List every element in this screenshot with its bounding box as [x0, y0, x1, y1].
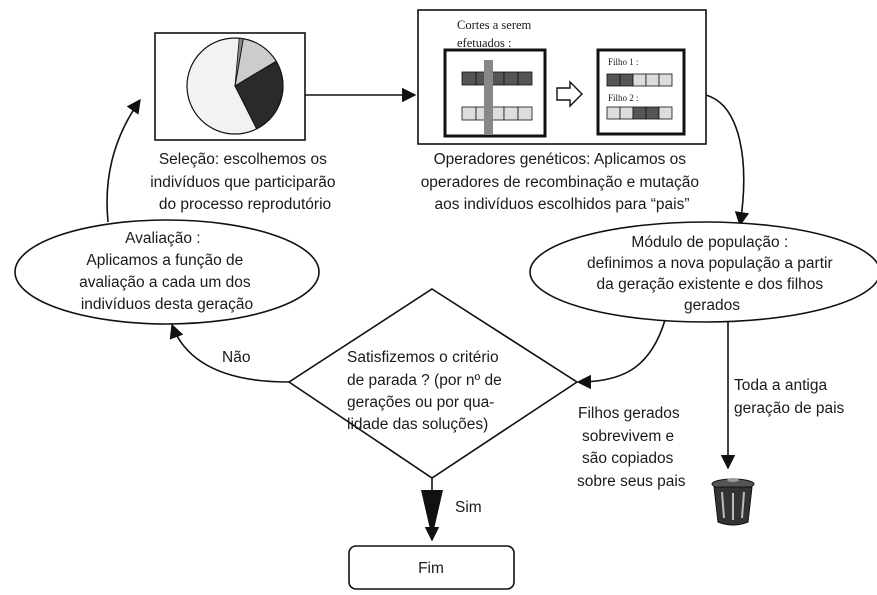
- arrow-population-to-decision: [576, 319, 666, 390]
- pie-chart-icon: [186, 37, 284, 135]
- parent-1-chromosome: [461, 71, 533, 86]
- evaluation-ellipse: [14, 219, 320, 325]
- decision-line: de parada ? (por nº de: [347, 372, 502, 389]
- parents-frame: [443, 48, 547, 138]
- operators-box: Cortes a serem efetuados : Filho 1 :: [417, 9, 707, 145]
- selection-line: do processo reprodutório: [159, 196, 331, 213]
- arrow-operators-to-population: [705, 94, 750, 227]
- decision-question: Satisfizemos o critério de parada ? (por…: [347, 349, 506, 433]
- population-description: Módulo de população : definimos a nova p…: [587, 234, 837, 314]
- evaluation-line: Avaliação :: [125, 230, 201, 247]
- operators-line: aos indivíduos escolhidos para “pais”: [434, 196, 689, 213]
- population-line: gerados: [684, 297, 740, 314]
- old-generation-label: Toda a antiga geração de pais: [734, 377, 845, 417]
- operators-line: Operadores genéticos: Aplicamos os: [434, 151, 687, 168]
- cuts-label: Cortes a serem efetuados :: [457, 18, 534, 50]
- population-line: definimos a nova população a partir: [587, 255, 833, 272]
- decision-line: Satisfizemos o critério: [347, 349, 499, 366]
- parent-2-chromosome: [461, 106, 533, 121]
- arrow-no-to-evaluation: [169, 323, 290, 383]
- child-2-chromosome: [606, 106, 673, 120]
- operators-description: Operadores genéticos: Aplicamos os opera…: [421, 151, 704, 213]
- evaluation-description: Avaliação : Aplicamos a função de avalia…: [79, 230, 255, 313]
- population-ellipse: [529, 221, 877, 323]
- children-survive-label: Filhos gerados sobrevivem e são copiados…: [577, 405, 686, 490]
- selection-box: [154, 32, 306, 141]
- selection-line: indivíduos que participarão: [150, 174, 335, 191]
- population-line: da geração existente e dos filhos: [597, 276, 824, 293]
- trash-can-icon: [711, 478, 755, 526]
- end-label: Fim: [418, 560, 444, 577]
- evaluation-line: indivíduos desta geração: [81, 296, 253, 313]
- decision-line: gerações ou por qua-: [347, 394, 494, 411]
- arrow-evaluation-to-selection: [106, 98, 141, 223]
- selection-description: Seleção: escolhemos os indivíduos que pa…: [150, 151, 340, 213]
- cut-point-bar: [484, 60, 493, 135]
- population-line: Módulo de população :: [631, 234, 788, 251]
- operators-line: operadores de recombinação e mutação: [421, 174, 699, 191]
- children-frame: [596, 48, 686, 136]
- child-1-chromosome: [606, 73, 673, 87]
- hollow-arrow-icon: [556, 80, 583, 108]
- child-2-label: Filho 2 :: [608, 93, 639, 103]
- child-1-label: Filho 1 :: [608, 57, 639, 67]
- evaluation-line: avaliação a cada um dos: [79, 274, 251, 291]
- yes-arrow-head: [421, 490, 443, 538]
- selection-line: Seleção: escolhemos os: [159, 151, 327, 168]
- evaluation-line: Aplicamos a função de: [86, 252, 243, 269]
- end-box: [348, 545, 515, 590]
- no-label: Não: [222, 349, 250, 366]
- yes-label: Sim: [455, 499, 482, 516]
- decision-line: lidade das soluções): [347, 416, 488, 433]
